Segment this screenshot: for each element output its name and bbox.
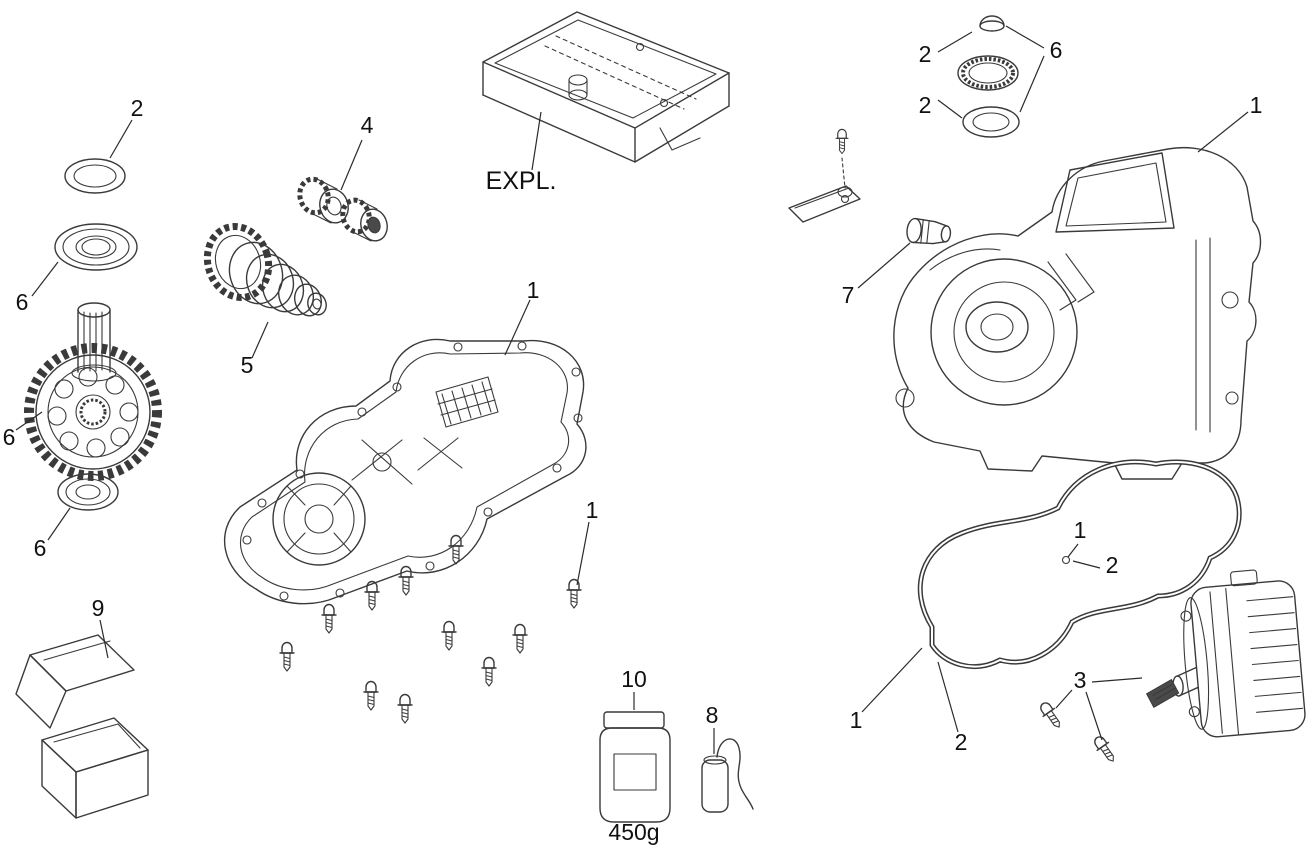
screw-icon [397, 693, 413, 724]
gearbox-cover-plate [224, 338, 587, 605]
callout-6-gear: 6 [3, 424, 16, 450]
cover-screws [279, 534, 582, 724]
bearing-lower [57, 473, 119, 511]
callout-2-dowel: 2 [1106, 552, 1119, 578]
callout-1-cover-center: 1 [527, 277, 540, 303]
callout-2-ring: 2 [919, 92, 932, 118]
callout-3-motor: 3 [1074, 667, 1087, 693]
label-expl: EXPL. [486, 167, 557, 195]
screw-icon [1090, 733, 1120, 766]
callout-1-dowel: 1 [1074, 517, 1087, 543]
callout-10-grease: 10 [621, 666, 647, 692]
flange-bolt-holes [242, 341, 583, 601]
callout-6-rings: 6 [1050, 37, 1063, 63]
knurled-ring [957, 55, 1019, 91]
callout-2-seal: 2 [131, 95, 144, 121]
hatched-patch [435, 376, 499, 428]
seal-ring-right [962, 106, 1020, 138]
screw-icon [566, 578, 582, 609]
screw-icon [364, 580, 380, 611]
callout-4-gears: 4 [361, 112, 374, 138]
breather-cap [979, 15, 1005, 32]
screw-icon [481, 656, 497, 687]
bracket-plate [788, 185, 861, 223]
callout-6-bearing-lower: 6 [34, 535, 47, 561]
label-grease-weight: 450g [608, 819, 659, 845]
bearing-upper [54, 223, 138, 271]
packaging-box [15, 634, 149, 819]
callout-labels: 2 6 6 6 5 4 EXPL. 1 1 9 10 450g 8 2 6 2 … [3, 37, 1263, 845]
gear-shaft-assembly [24, 302, 162, 481]
callout-7-plug: 7 [842, 282, 855, 308]
callout-1-gasket: 1 [850, 707, 863, 733]
expl-tray [482, 11, 730, 163]
electric-motor [1145, 569, 1306, 738]
oil-plug [906, 217, 952, 245]
motor-screws [1036, 699, 1120, 766]
capacitor [701, 738, 754, 813]
screw-icon [279, 641, 295, 672]
dowel-pin [1061, 555, 1071, 565]
leader-lines [15, 25, 1249, 754]
transmission-cover [893, 146, 1262, 480]
screw-icon [512, 623, 528, 654]
counter-gear-pair [297, 176, 388, 242]
callout-2-gasket: 2 [955, 729, 968, 755]
callout-1-cover-right: 1 [1250, 92, 1263, 118]
cover-gasket [917, 459, 1242, 670]
callout-2-cap: 2 [919, 41, 932, 67]
screw-icon [1036, 699, 1066, 732]
screw-icon [363, 680, 379, 711]
driven-pulley-assembly [203, 223, 327, 317]
oil-seal-top-left [64, 158, 126, 194]
gear-lightening-holes [47, 367, 139, 458]
callout-6-bearing-upper: 6 [16, 289, 29, 315]
callout-1-screw: 1 [586, 497, 599, 523]
callout-9-box: 9 [92, 595, 105, 621]
screw-icon [441, 620, 457, 651]
screw-icon [321, 603, 337, 634]
grease-jar [599, 711, 671, 823]
callout-8-capacitor: 8 [706, 702, 719, 728]
callout-5-variator: 5 [241, 352, 254, 378]
